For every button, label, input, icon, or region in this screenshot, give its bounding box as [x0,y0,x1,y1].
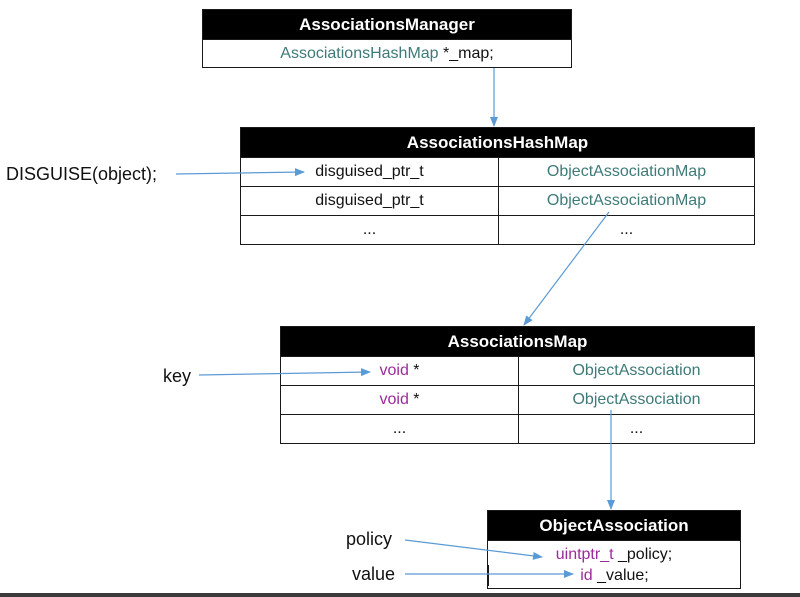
hashmap-key-cell: disguised_ptr_t [315,192,424,209]
value-field: id _value; [488,565,740,586]
hashmap-row: disguised_ptr_t ObjectAssociationMap [241,186,754,215]
value-name: _value; [592,566,649,584]
assocmap-row: ... ... [281,414,754,443]
value-type: id [580,566,593,584]
associations-manager-field: AssociationsHashMap *_map; [203,40,571,67]
key-label: key [163,366,192,386]
key-pointer: * [408,362,420,379]
assocmap-row: void * ObjectAssociation [281,385,754,414]
policy-type: uintptr_t [555,545,614,563]
field-name: *_map; [438,44,494,62]
associations-map-title: AssociationsMap [281,327,754,356]
bottom-bar [0,593,800,597]
assocmap-value-cell: ObjectAssociation [518,386,754,414]
hashmap-value-cell: ObjectAssociationMap [498,187,754,215]
assocmap-key-cell: void * [281,386,518,414]
associations-hashmap-title: AssociationsHashMap [241,128,754,157]
hashmap-value-cell: ... [498,216,754,244]
hashmap-row: ... ... [241,215,754,244]
assocmap-value-cell: ... [518,415,754,443]
object-association-box: ObjectAssociation uintptr_t _policy; id … [487,510,741,589]
key-pointer: * [408,391,420,408]
arrow-key-to-void [198,368,371,377]
field-type: AssociationsHashMap [280,44,439,62]
hashmap-value-cell: ObjectAssociationMap [498,158,754,186]
assocmap-value-cell: ObjectAssociation [518,357,754,385]
arrow-policy-to-uintptr [404,539,543,560]
disguise-label: DISGUISE(object); [6,164,158,184]
associations-manager-box: AssociationsManager AssociationsHashMap … [202,9,572,68]
hashmap-key-cell: ... [362,221,377,238]
assocmap-key-cell: void * [281,357,518,385]
object-association-title: ObjectAssociation [488,511,740,540]
policy-label: policy [346,529,393,549]
key-type: void [379,362,409,379]
assocmap-row: void * ObjectAssociation [281,356,754,385]
policy-field: uintptr_t _policy; [488,544,740,565]
associations-hashmap-box: AssociationsHashMap disguised_ptr_t Obje… [240,127,755,245]
hashmap-key-cell: disguised_ptr_t [315,163,424,180]
policy-name: _policy; [613,545,673,563]
key-type: void [379,391,409,408]
arrow-disguise-to-key [175,168,305,177]
hashmap-row: disguised_ptr_t ObjectAssociationMap [241,157,754,186]
value-label: value [352,564,396,584]
associations-manager-title: AssociationsManager [203,10,571,39]
arrow-hashmap-to-assocmap [523,211,610,326]
key-type: ... [392,420,407,437]
assocmap-key-cell: ... [281,415,518,443]
associations-map-box: AssociationsMap void * ObjectAssociation… [280,326,755,444]
object-association-fields: uintptr_t _policy; id _value; [488,540,740,586]
associations-manager-field-row: AssociationsHashMap *_map; [203,39,571,67]
